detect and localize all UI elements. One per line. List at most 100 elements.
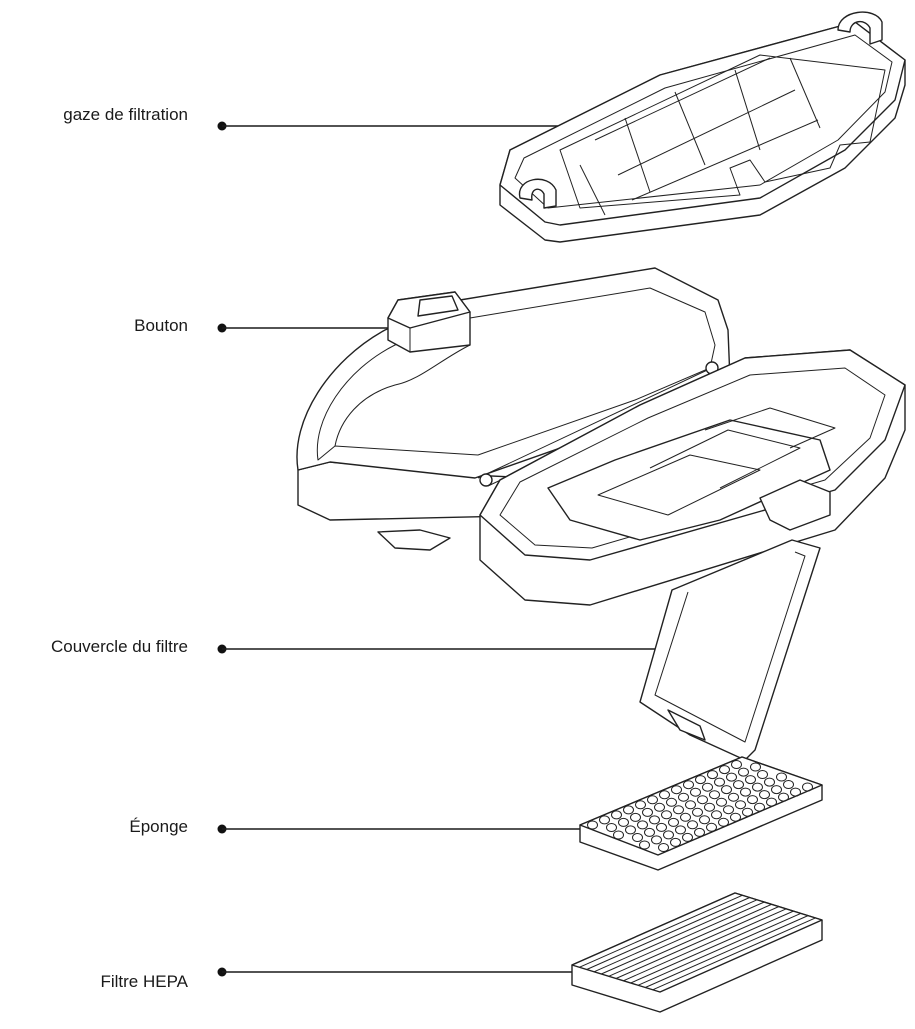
sponge-cell	[735, 800, 746, 810]
hepa-pleat	[593, 899, 758, 973]
sponge-cell	[678, 792, 689, 802]
sponge-cell	[673, 805, 684, 815]
hepa-pleat	[652, 917, 816, 991]
sponge-cell	[654, 802, 665, 812]
hepa-pleat	[630, 910, 794, 984]
sponge-cell	[742, 807, 753, 817]
sponge-cell	[613, 830, 624, 840]
sponge-cell	[764, 777, 775, 787]
leader-lines	[217, 121, 716, 977]
sponge-cell	[757, 770, 768, 779]
hepa-pleat	[615, 906, 780, 979]
sponge-cell	[642, 807, 653, 817]
sponge-cell	[745, 775, 756, 785]
sponge-cell	[675, 825, 686, 835]
sponge-cell	[599, 815, 610, 825]
sponge-cell	[666, 797, 677, 807]
sponge-cell	[670, 837, 681, 847]
sponge-cell	[802, 782, 813, 792]
sponge-cell	[731, 760, 742, 769]
sponge-cell	[618, 817, 629, 827]
sponge-cell	[702, 782, 713, 792]
sponge-cell	[647, 795, 658, 805]
sponge-cell	[695, 775, 706, 785]
sponge-cell	[685, 800, 696, 810]
sponge-cell	[630, 812, 641, 822]
sponge-cell	[709, 790, 720, 800]
hepa-pleat	[645, 915, 809, 988]
sponge-cell	[611, 810, 622, 820]
sponge-cell	[706, 822, 717, 832]
sponge-cell	[759, 790, 770, 800]
sponge-cell	[694, 827, 705, 837]
sponge-cell	[776, 772, 787, 782]
sponge-cell	[754, 802, 765, 812]
sponge-cell	[711, 810, 722, 820]
sponge-cell	[639, 840, 650, 850]
label-filter-mesh: gaze de filtration	[63, 105, 188, 124]
sponge-cell	[766, 797, 777, 807]
hepa-filter-part	[571, 892, 823, 1013]
label-sponge: Éponge	[129, 817, 188, 836]
sponge-cell	[690, 787, 701, 797]
sponge-cell	[656, 822, 667, 832]
sponge-cell	[714, 777, 725, 787]
label-button: Bouton	[134, 316, 188, 335]
sponge-cell	[637, 820, 648, 830]
sponge-cell	[752, 782, 763, 792]
label-filter-cover: Couvercle du filtre	[50, 637, 188, 656]
sponge-cell	[644, 827, 655, 837]
sponge-cell	[668, 817, 679, 827]
sponge-cell	[728, 792, 739, 802]
sponge-cell	[740, 787, 751, 797]
sponge-cell	[750, 762, 761, 772]
sponge-cell	[680, 812, 691, 822]
sponge-cell	[697, 795, 708, 805]
sponge-cell	[671, 785, 682, 795]
sponge-cell	[623, 805, 634, 815]
sponge-cell	[771, 785, 782, 795]
label-hepa-filter: Filtre HEPA	[100, 972, 188, 991]
sponge-cell	[658, 843, 669, 852]
sponge-cell	[704, 802, 715, 812]
sponge-cell	[783, 780, 794, 789]
sponge-cell	[716, 797, 727, 807]
sponge-cell	[635, 800, 646, 810]
sponge-cell	[738, 767, 749, 777]
sponge-cell	[707, 770, 718, 780]
sponge-cell	[587, 820, 598, 830]
filter-cover-part	[639, 539, 821, 761]
hepa-pleat	[579, 894, 743, 968]
sponge-cell	[718, 817, 729, 827]
sponge-cell	[632, 833, 643, 842]
sponge-cell	[721, 785, 732, 795]
sponge-cell	[625, 825, 636, 835]
sponge-cell	[663, 830, 674, 840]
hepa-pleat	[586, 897, 750, 970]
sponge-cell	[606, 823, 617, 832]
sponge-cell	[661, 810, 672, 820]
sponge-cell	[747, 795, 758, 805]
hepa-pleat	[637, 912, 802, 986]
sponge-cell	[719, 765, 730, 775]
sponge-cell	[778, 792, 789, 802]
sponge-cell	[733, 780, 744, 790]
sponge-cell	[726, 772, 737, 782]
filter-mesh-part	[499, 11, 906, 243]
hepa-pleat	[623, 908, 787, 982]
sponge-part	[579, 756, 823, 871]
sponge-cell	[692, 807, 703, 817]
sponge-cell	[683, 780, 694, 790]
sponge-cell	[723, 805, 734, 815]
sponge-cell	[699, 815, 710, 825]
sponge-cell	[649, 815, 660, 825]
sponge-cell	[682, 832, 693, 842]
sponge-cell	[659, 790, 670, 800]
sponge-cell	[687, 820, 698, 830]
hepa-pleat	[601, 901, 765, 975]
sponge-cell	[730, 812, 741, 822]
sponge-cell	[790, 787, 801, 797]
dustbin-lid-part	[479, 349, 906, 606]
sponge-cell	[651, 835, 662, 845]
